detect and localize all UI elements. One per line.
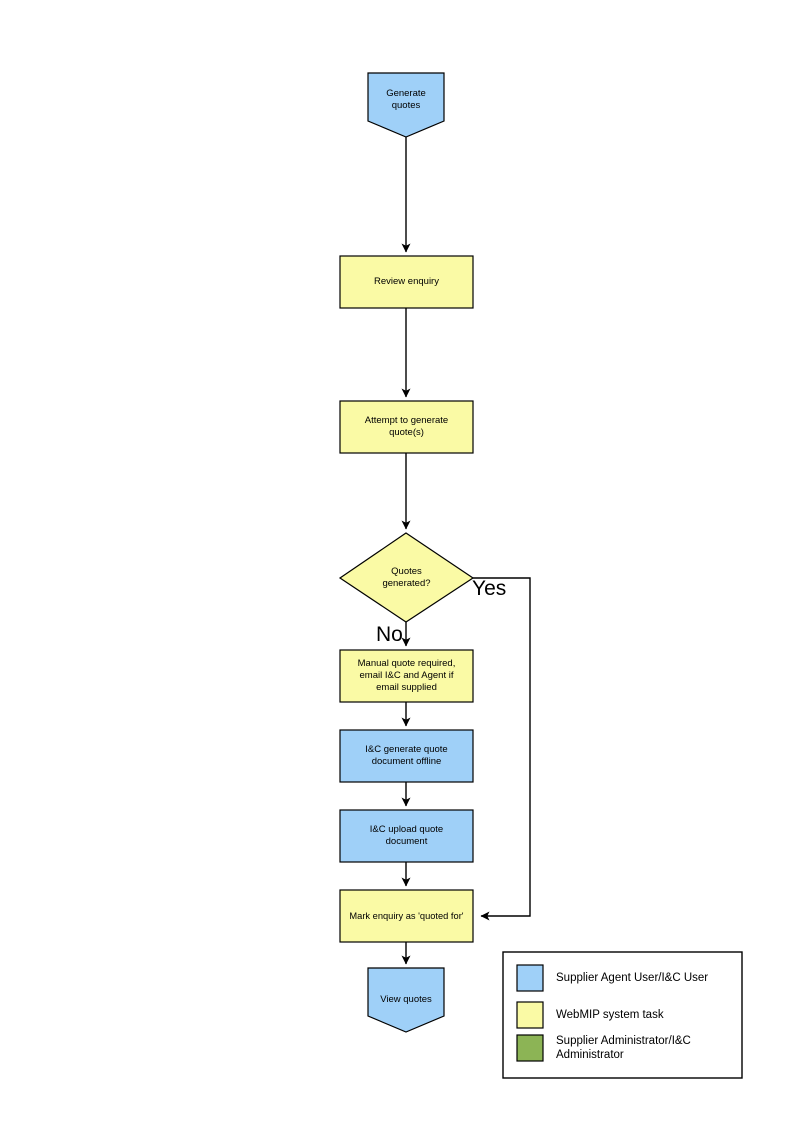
node-view-quotes[interactable] <box>367 967 445 1033</box>
node-generate-quotes[interactable] <box>367 72 445 138</box>
legend-frame <box>502 951 743 1079</box>
node-mark-enquiry-as-quoted-for[interactable] <box>339 889 474 943</box>
legend-swatch-admin <box>516 1034 544 1062</box>
edge-label-no: No <box>376 623 403 646</box>
edge-decision-yes-to-mark <box>473 577 531 921</box>
connectors <box>401 137 531 965</box>
node-review-enquiry[interactable] <box>339 255 474 309</box>
legend-swatch-system <box>516 1001 544 1029</box>
legend-label-webmip-system-task: WebMIP system task <box>556 1009 664 1021</box>
node-manual-quote-required[interactable] <box>339 649 474 703</box>
node-attempt-to-generate-quotes[interactable] <box>339 400 474 454</box>
edge-label-yes: Yes <box>472 577 507 600</box>
legend-label-supplier-agent-user: Supplier Agent User/I&C User <box>556 972 709 984</box>
node-ic-upload-quote-document[interactable] <box>339 809 474 863</box>
node-ic-generate-quote-document-offline[interactable] <box>339 729 474 783</box>
node-quotes-generated-decision[interactable] <box>338 532 475 623</box>
nodes <box>338 72 475 1033</box>
legend-label-supplier-administrator: Supplier Administrator/I&C Administrator <box>556 1035 691 1061</box>
legend-swatch-user <box>516 964 544 992</box>
